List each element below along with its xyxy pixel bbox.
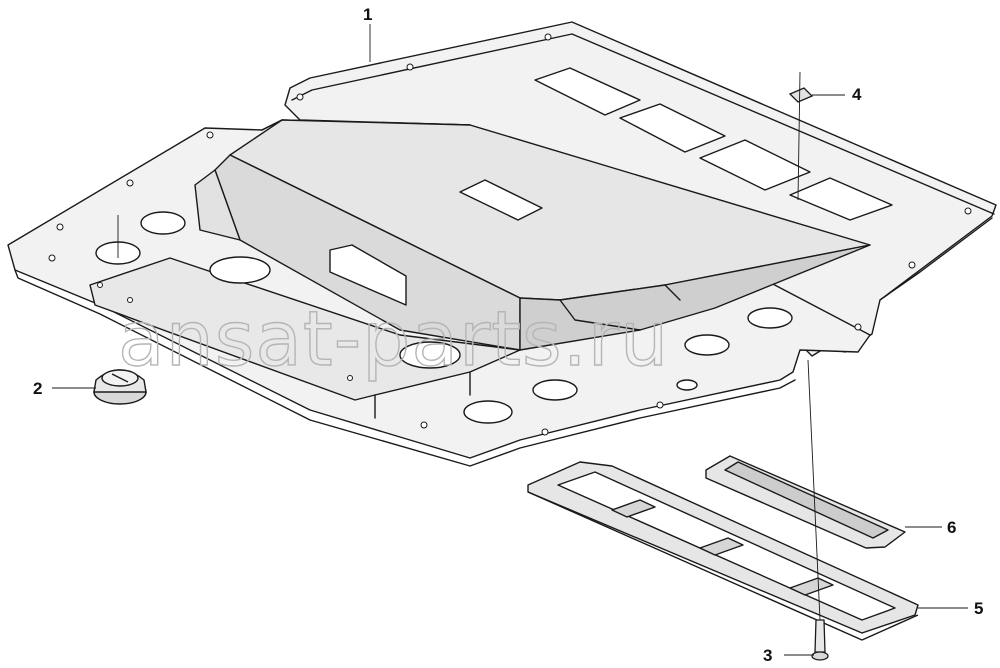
fastener-hole xyxy=(56,223,64,231)
part-6-filter xyxy=(705,455,906,549)
fastener-hole xyxy=(544,33,552,41)
floor-panel-assembly xyxy=(7,21,997,467)
callout-6: 6 xyxy=(947,518,956,537)
frame-edge xyxy=(527,491,919,641)
part-3-screw xyxy=(811,619,829,661)
clip-body xyxy=(788,87,814,103)
rear-opening-2 xyxy=(619,103,726,153)
center-box-right xyxy=(519,244,871,351)
watermark: ansat-parts.ru xyxy=(118,294,669,383)
axis-line-4 xyxy=(797,71,801,201)
hole xyxy=(399,341,461,369)
rear-opening-1 xyxy=(534,67,641,116)
round-holes xyxy=(95,211,793,424)
fastener-hole xyxy=(656,401,664,409)
hole xyxy=(747,307,793,329)
plug-slot xyxy=(111,373,129,383)
front-plate-edge xyxy=(14,269,796,467)
fastener-hole xyxy=(347,375,353,381)
rear-opening-3 xyxy=(699,139,811,191)
hole xyxy=(532,379,578,401)
fastener-hole xyxy=(420,421,428,429)
hole xyxy=(463,400,513,424)
slot-front xyxy=(329,244,407,306)
fastener-hole xyxy=(964,207,972,215)
leader-lines xyxy=(52,24,968,656)
hole xyxy=(209,256,271,284)
frame-dividers xyxy=(611,499,834,596)
fastener-hole xyxy=(206,131,214,139)
rear-opening-4 xyxy=(789,177,893,221)
axis-line-3 xyxy=(807,359,821,621)
callouts: 1 2 3 4 5 6 xyxy=(33,5,983,665)
slot-top xyxy=(459,179,543,221)
hole xyxy=(684,334,730,356)
filter-mesh xyxy=(724,461,889,539)
part-2-plug xyxy=(93,369,147,405)
fastener-holes xyxy=(48,33,972,436)
fastener-hole xyxy=(48,254,56,262)
fastener-hole xyxy=(127,297,133,303)
screw-head xyxy=(811,651,829,661)
center-box-rib xyxy=(261,119,681,331)
callout-2: 2 xyxy=(33,379,42,398)
callout-3: 3 xyxy=(763,646,772,665)
fastener-hole xyxy=(97,282,103,288)
callout-4: 4 xyxy=(852,85,862,104)
callout-1: 1 xyxy=(363,5,372,24)
fastener-hole xyxy=(908,261,916,269)
part-4-clip xyxy=(788,87,814,103)
fastener-hole xyxy=(541,428,549,436)
fastener-hole xyxy=(406,63,414,71)
fastener-hole xyxy=(126,179,134,187)
hole xyxy=(676,379,698,391)
front-ledge-edge xyxy=(374,371,471,419)
center-box-flange-left xyxy=(194,169,241,241)
fastener-hole xyxy=(854,323,862,331)
hole xyxy=(140,211,186,235)
fastener-hole xyxy=(296,93,304,101)
part-5-frame xyxy=(527,461,919,641)
screw-shank xyxy=(814,619,826,653)
callout-5: 5 xyxy=(974,599,983,618)
